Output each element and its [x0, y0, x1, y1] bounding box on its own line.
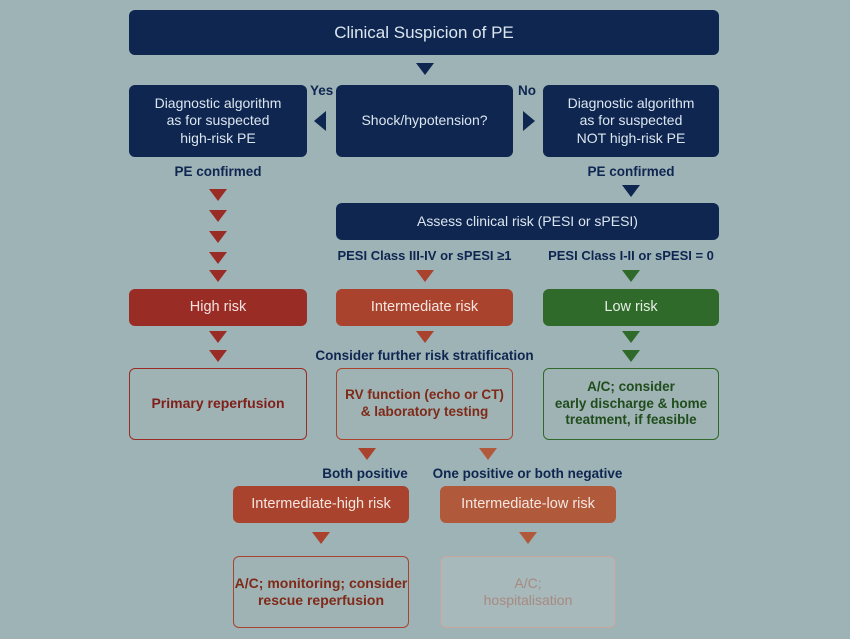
high-risk-box: High risk — [129, 289, 307, 326]
intermediate-high-text: Intermediate-high risk — [251, 496, 391, 513]
left-pe-confirmed: PE confirmed — [174, 164, 262, 179]
intermediate-high-risk-box: Intermediate-high risk — [233, 486, 409, 523]
arrow-down-icon — [358, 448, 376, 460]
assess-text: Assess clinical risk (PESI or sPESI) — [417, 212, 638, 229]
primary-reperfusion-box: Primary reperfusion — [129, 368, 307, 440]
arrow-down-icon — [209, 210, 227, 222]
arrow-down-icon — [622, 350, 640, 362]
arrow-down-icon — [416, 270, 434, 282]
low-action-line-1: A/C; consider — [587, 378, 675, 394]
arrow-down-icon — [209, 350, 227, 362]
rv-function-box: RV function (echo or CT) & laboratory te… — [336, 368, 513, 440]
arrow-left-icon — [314, 111, 326, 131]
both-positive-label: Both positive — [322, 466, 408, 481]
rv-line-1: RV function (echo or CT) — [345, 387, 504, 403]
int-high-action-line-2: rescue reperfusion — [257, 592, 385, 608]
arrow-down-icon — [209, 270, 227, 282]
arrow-down-icon — [312, 532, 330, 544]
title-text: Clinical Suspicion of PE — [334, 22, 514, 42]
arrow-down-icon — [209, 231, 227, 243]
one-positive-label: One positive or both negative — [432, 466, 623, 481]
high-risk-algorithm-box: Diagnostic algorithm as for suspected hi… — [129, 85, 307, 157]
assess-clinical-risk-box: Assess clinical risk (PESI or sPESI) — [336, 203, 719, 240]
right-box-line-1: Diagnostic algorithm — [567, 94, 695, 111]
left-box-line-1: Diagnostic algorithm — [154, 94, 282, 111]
intermediate-risk-box: Intermediate risk — [336, 289, 513, 326]
int-low-action-line-2: hospitalisation — [483, 592, 573, 608]
consider-further-label: Consider further risk stratification — [315, 348, 534, 363]
low-risk-text: Low risk — [604, 299, 658, 316]
primary-reperfusion-text: Primary reperfusion — [151, 395, 285, 412]
shock-question-box: Shock/hypotension? — [336, 85, 513, 157]
yes-label: Yes — [310, 83, 334, 98]
arrow-down-icon — [209, 331, 227, 343]
arrow-down-icon — [209, 252, 227, 264]
rv-line-2: & laboratory testing — [360, 404, 489, 419]
high-risk-text: High risk — [189, 299, 247, 316]
low-action-line-2: early discharge & home — [554, 395, 708, 411]
low-risk-action-box: A/C; consider early discharge & home tre… — [543, 368, 719, 440]
intermediate-low-risk-box: Intermediate-low risk — [440, 486, 616, 523]
left-box-line-3: high-risk PE — [180, 129, 256, 146]
arrow-down-icon — [519, 532, 537, 544]
right-box-line-3: NOT high-risk PE — [576, 129, 686, 146]
title-box: Clinical Suspicion of PE — [129, 10, 719, 55]
low-action-line-3: treatment, if feasible — [565, 412, 697, 428]
arrow-down-icon — [479, 448, 497, 460]
intermediate-risk-text: Intermediate risk — [370, 299, 479, 316]
arrow-down-icon — [622, 270, 640, 282]
no-label: No — [518, 83, 536, 98]
arrow-right-icon — [523, 111, 535, 131]
intermediate-high-action-box: A/C; monitoring; consider rescue reperfu… — [233, 556, 409, 628]
left-box-line-2: as for suspected — [166, 112, 270, 129]
shock-question-text: Shock/hypotension? — [361, 112, 488, 129]
arrow-down-icon — [416, 331, 434, 343]
pesi-high-label: PESI Class III-IV or sPESI ≥1 — [337, 248, 512, 263]
intermediate-low-action-box: A/C; hospitalisation — [440, 556, 616, 628]
int-high-action-line-1: A/C; monitoring; consider — [234, 574, 408, 591]
arrow-down-icon — [622, 331, 640, 343]
not-high-risk-algorithm-box: Diagnostic algorithm as for suspected NO… — [543, 85, 719, 157]
int-low-action-line-1: A/C; — [514, 574, 542, 591]
low-risk-box: Low risk — [543, 289, 719, 326]
right-pe-confirmed: PE confirmed — [587, 164, 675, 179]
arrow-down-icon — [416, 63, 434, 75]
pesi-low-label: PESI Class I-II or sPESI = 0 — [548, 248, 714, 263]
intermediate-low-text: Intermediate-low risk — [461, 496, 595, 513]
right-box-line-2: as for suspected — [579, 112, 683, 129]
arrow-down-icon — [209, 189, 227, 201]
arrow-down-icon — [622, 185, 640, 197]
